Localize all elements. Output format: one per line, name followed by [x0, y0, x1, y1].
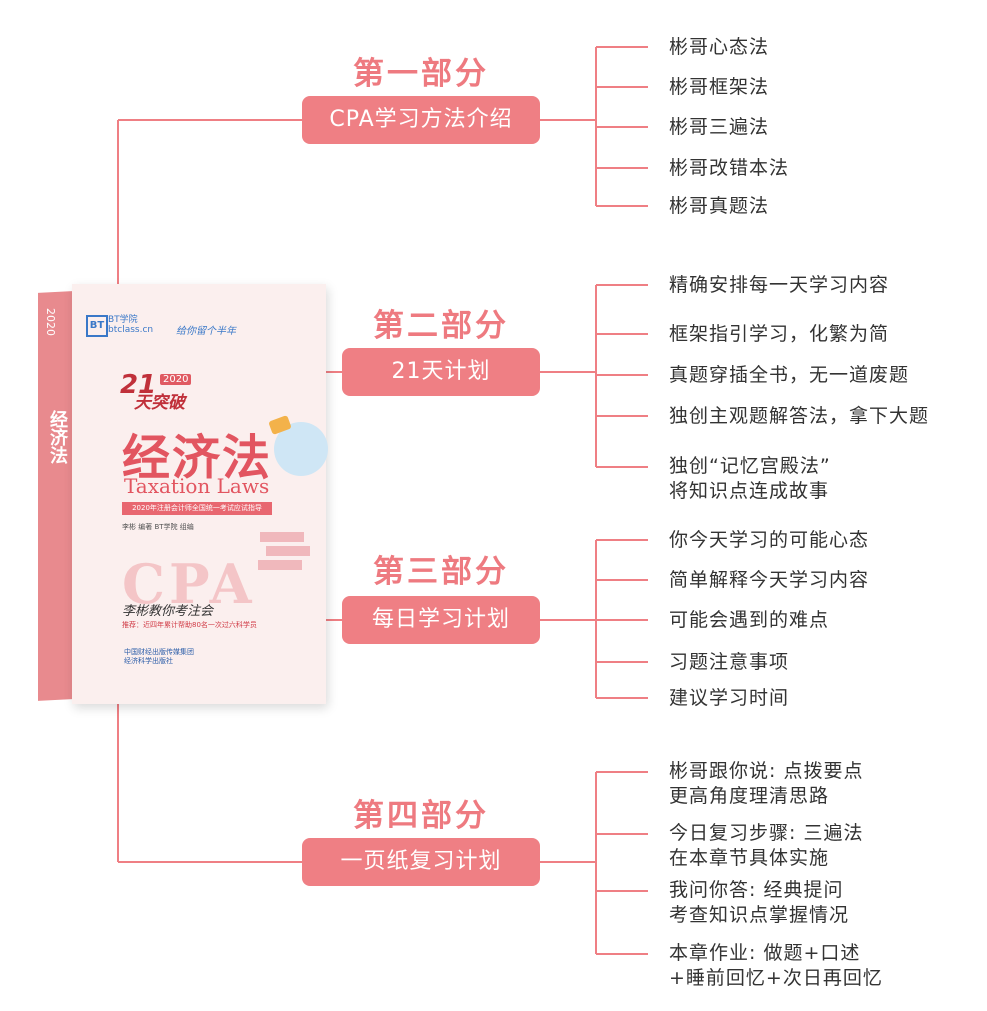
- book-title-en: Taxation Laws: [124, 474, 270, 498]
- item-text-line: 建议学习时间: [669, 687, 790, 709]
- bt-logo-icon: BT: [86, 315, 108, 337]
- book-cover-image: 2020 经济法 BT BT学院 btclass.cn 给你留个半年 21 20…: [30, 270, 328, 710]
- part-3-item-5: 建议学习时间: [669, 686, 789, 711]
- year-tag: 2020: [160, 374, 192, 385]
- part-title-1: 第一部分: [353, 56, 489, 92]
- item-text-line: 独创主观题解答法，拿下大题: [669, 405, 930, 427]
- logo-text-1: BT学院: [108, 315, 138, 325]
- item-text-line: 考查知识点掌握情况: [669, 904, 850, 926]
- item-text-line: 本章作业: 做题+口述: [669, 942, 861, 964]
- part-pill-1: CPA学习方法介绍: [302, 96, 540, 144]
- part-3-item-4: 习题注意事项: [669, 650, 789, 675]
- item-text-line: 彬哥心态法: [669, 36, 770, 58]
- item-text-line: 更高角度理清思路: [669, 785, 830, 807]
- book-band: 2020年注册会计师全国统一考试应试指导: [122, 502, 272, 515]
- book-front: [72, 284, 326, 704]
- part-3-item-2: 简单解释今天学习内容: [669, 568, 869, 593]
- part-pill-2: 21天计划: [342, 348, 540, 396]
- item-text-line: 简单解释今天学习内容: [669, 569, 870, 591]
- part-1-item-4: 彬哥改错本法: [669, 156, 789, 181]
- book-authors: 李彬 编著 BT学院 组编: [122, 523, 194, 531]
- part-pill-4: 一页纸复习计划: [302, 838, 540, 886]
- item-text-line: 彬哥跟你说: 点拨要点: [669, 760, 864, 782]
- item-text-line: 将知识点连成故事: [669, 480, 830, 502]
- part-title-2: 第二部分: [373, 308, 509, 344]
- publisher-1: 中国财经出版传媒集团: [124, 648, 194, 656]
- item-text-line: 你今天学习的可能心态: [669, 529, 870, 551]
- part-3-item-3: 可能会遇到的难点: [669, 608, 829, 633]
- book-slogan: 给你留个半年: [176, 326, 236, 337]
- days-subtitle: 天突破: [134, 393, 185, 413]
- part-pill-3: 每日学习计划: [342, 596, 540, 644]
- stacked-books-icon: [260, 532, 304, 542]
- logo-text-2: btclass.cn: [108, 325, 154, 335]
- item-text-line: 彬哥真题法: [669, 195, 770, 217]
- item-text-line: 彬哥框架法: [669, 76, 770, 98]
- part-1-item-5: 彬哥真题法: [669, 194, 769, 219]
- item-text-line: 我问你答: 经典提问: [669, 879, 844, 901]
- part-4-item-2: 今日复习步骤: 三遍法在本章节具体实施: [669, 821, 863, 871]
- item-text-line: 今日复习步骤: 三遍法: [669, 822, 864, 844]
- item-text-line: 精确安排每一天学习内容: [669, 274, 890, 296]
- part-4-item-4: 本章作业: 做题+口述 +睡前回忆+次日再回忆: [669, 941, 883, 991]
- author-signature: 李彬教你考注会: [122, 604, 214, 619]
- item-text-line: 彬哥三遍法: [669, 116, 770, 138]
- part-4-item-3: 我问你答: 经典提问考查知识点掌握情况: [669, 878, 849, 928]
- item-text-line: 独创“记忆宫殿法”: [669, 455, 831, 477]
- book-title: 经济法: [122, 430, 273, 486]
- recommend-line: 推荐：近四年累计帮助80名一次过六科学员: [122, 621, 257, 629]
- part-4-item-1: 彬哥跟你说: 点拨要点更高角度理清思路: [669, 759, 863, 809]
- stacked-books-icon: [258, 560, 302, 570]
- stacked-books-icon: [266, 546, 310, 556]
- publisher-2: 经济科学出版社: [124, 657, 173, 665]
- item-text-line: +睡前回忆+次日再回忆: [669, 967, 883, 989]
- part-title-3: 第三部分: [373, 554, 509, 590]
- part-3-item-1: 你今天学习的可能心态: [669, 528, 869, 553]
- item-text-line: 可能会遇到的难点: [669, 609, 830, 631]
- publisher: 中国财经出版传媒集团 经济科学出版社: [124, 648, 194, 666]
- part-1-item-1: 彬哥心态法: [669, 35, 769, 60]
- item-text-line: 在本章节具体实施: [669, 847, 830, 869]
- part-title-4: 第四部分: [353, 798, 489, 834]
- part-1-item-2: 彬哥框架法: [669, 75, 769, 100]
- part-2-item-5: 独创“记忆宫殿法” 将知识点连成故事: [669, 454, 831, 504]
- part-2-item-4: 独创主观题解答法，拿下大题: [669, 404, 929, 429]
- cpa-watermark: CPA: [122, 552, 256, 616]
- book-spine: [38, 291, 72, 701]
- part-2-item-3: 真题穿插全书，无一道废题: [669, 363, 909, 388]
- item-text-line: 习题注意事项: [669, 651, 790, 673]
- days-number: 21: [120, 370, 157, 400]
- part-2-item-1: 精确安排每一天学习内容: [669, 273, 889, 298]
- item-text-line: 彬哥改错本法: [669, 157, 790, 179]
- part-1-item-3: 彬哥三遍法: [669, 115, 769, 140]
- item-text-line: 真题穿插全书，无一道废题: [669, 364, 910, 386]
- spine-year: 2020: [44, 308, 57, 336]
- part-2-item-2: 框架指引学习，化繁为简: [669, 322, 889, 347]
- item-text-line: 框架指引学习，化繁为简: [669, 323, 890, 345]
- spine-title: 经济法: [47, 410, 68, 464]
- logo-text: BT学院 btclass.cn: [108, 315, 153, 335]
